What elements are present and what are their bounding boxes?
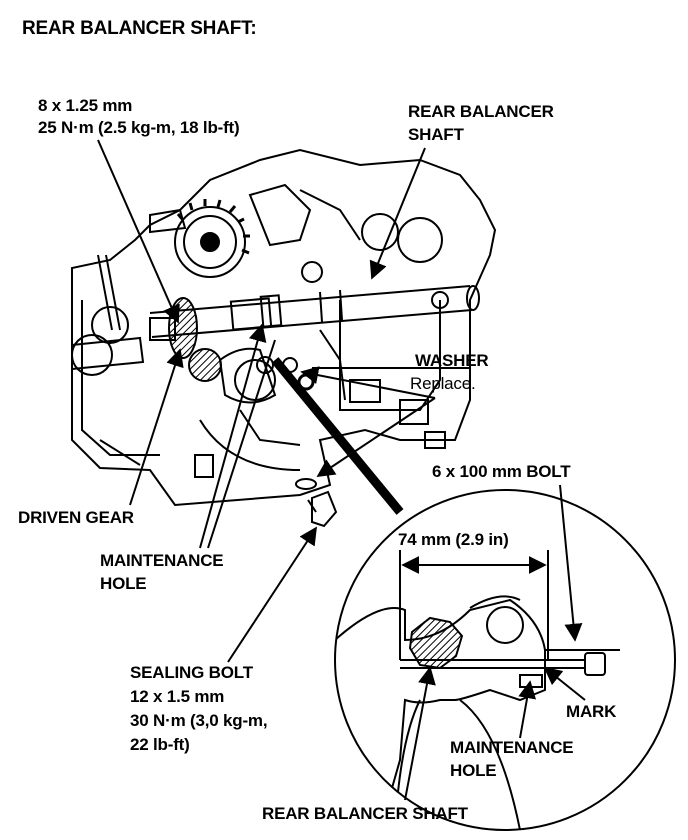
sealing-bolt: [295, 478, 338, 528]
balancer-shaft-tube: [149, 285, 480, 338]
dimension-74mm: [399, 550, 549, 660]
dimension-label: 74 mm (2.9 in): [398, 530, 509, 549]
detail-shaft-hatched: [408, 616, 464, 670]
engine-block: [71, 148, 497, 507]
diagram-title: REAR BALANCER SHAFT:: [22, 18, 257, 39]
sealing-bolt-torque: 30 N·m (3,0 kg-m,: [130, 711, 268, 730]
maintenance-hole-label: MAINTENANCE: [100, 551, 224, 570]
bolt-spec-size: 8 x 1.25 mm: [38, 96, 133, 115]
detail-shaft-label: REAR BALANCER SHAFT: [262, 804, 468, 823]
rear-balancer-shaft-label: REAR BALANCER: [408, 102, 554, 121]
bolt-6x100-label: 6 x 100 mm BOLT: [432, 462, 571, 481]
detail-maintenance-hole-label: MAINTENANCE: [450, 738, 574, 757]
washer-label: WASHER: [415, 351, 489, 370]
driven-gear: [149, 297, 222, 382]
left-shaft: [71, 254, 145, 370]
rear-balancer-shaft-label-2: SHAFT: [408, 125, 464, 144]
sprocket: [174, 199, 250, 278]
replace-note: Replace.: [410, 374, 476, 393]
detail-maintenance-hole-label-2: HOLE: [450, 761, 497, 780]
leader-lines: [97, 139, 586, 801]
mark-label: MARK: [566, 702, 617, 721]
sealing-bolt-label: SEALING BOLT: [130, 663, 253, 682]
sealing-bolt-torque-2: 22 lb-ft): [130, 735, 190, 754]
driven-gear-label: DRIVEN GEAR: [18, 508, 134, 527]
sealing-bolt-size: 12 x 1.5 mm: [130, 687, 225, 706]
maintenance-hole-label-2: HOLE: [100, 574, 147, 593]
bolt-spec-torque: 25 N·m (2.5 kg-m, 18 lb-ft): [38, 118, 240, 137]
